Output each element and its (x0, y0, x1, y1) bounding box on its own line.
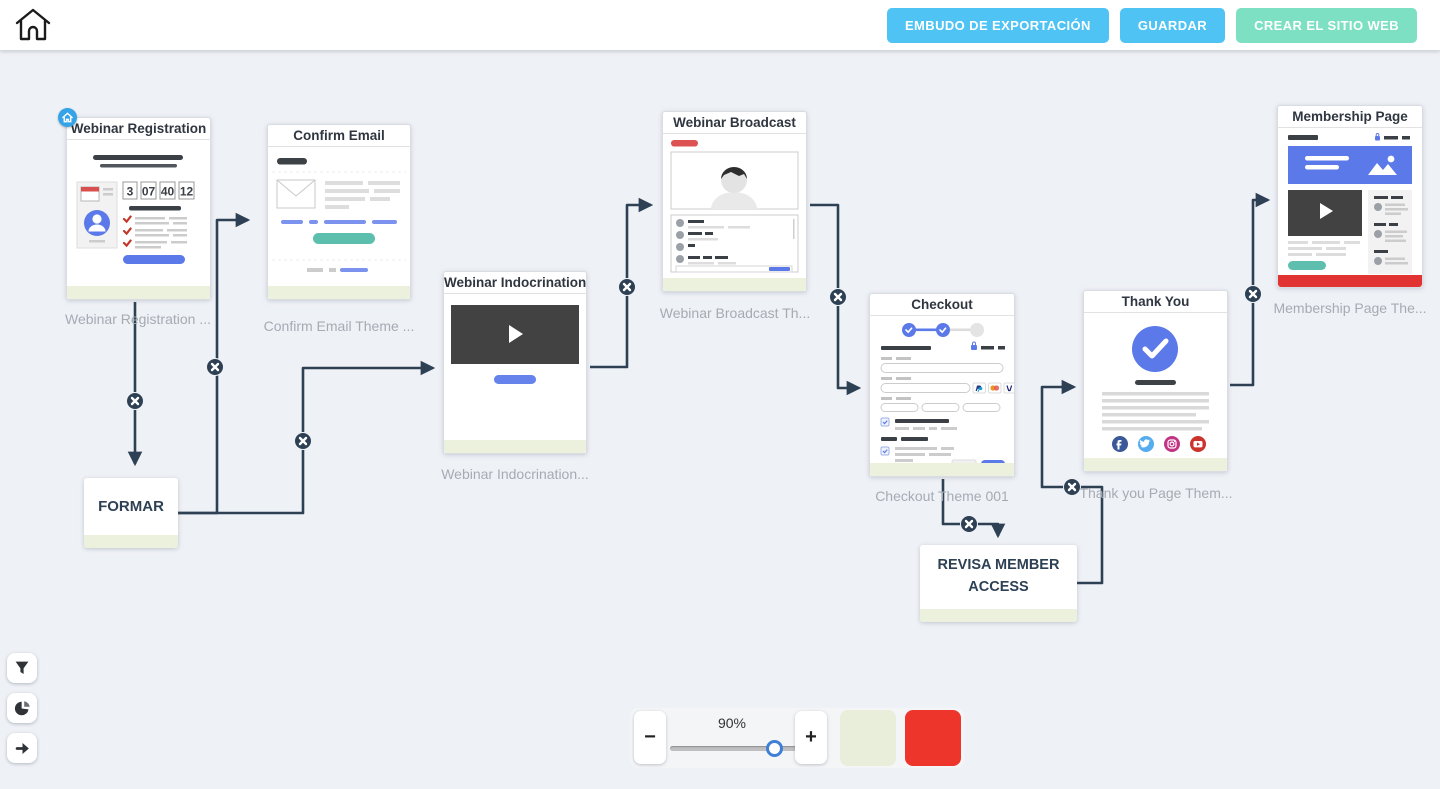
card-footer-strip (67, 286, 210, 299)
pie-chart-icon[interactable] (7, 693, 37, 723)
card-footer-strip (870, 463, 1014, 476)
page-caption: Membership Page The... (1273, 300, 1427, 316)
save-button[interactable]: GUARDAR (1119, 8, 1226, 43)
card-footer-strip (268, 286, 410, 299)
delete-connection-icon[interactable] (960, 515, 978, 533)
page-card-webinar-registration[interactable]: Webinar Registration 3 07 (58, 108, 211, 300)
toolbar-button-group: EMBUDO DE EXPORTACIÓN GUARDAR CREAR EL S… (886, 8, 1417, 43)
page-caption: Confirm Email Theme ... (263, 318, 415, 334)
create-website-button[interactable]: CREAR EL SITIO WEB (1236, 8, 1417, 43)
page-card-webinar-indocrination[interactable]: Webinar Indocrination (443, 271, 587, 454)
page-thumbnail (444, 294, 586, 440)
zoom-out-button[interactable]: − (634, 711, 666, 764)
page-title: Confirm Email (268, 125, 410, 147)
page-thumbnail (268, 147, 410, 286)
page-caption: Checkout Theme 001 (875, 488, 1009, 504)
delete-connection-icon[interactable] (294, 432, 312, 450)
action-formar[interactable]: FORMAR (84, 478, 178, 548)
page-title: Webinar Indocrination (444, 272, 586, 294)
page-thumbnail (870, 316, 1014, 463)
filter-icon[interactable] (7, 653, 37, 683)
zoom-in-button[interactable]: + (795, 711, 827, 764)
page-title: Webinar Registration (67, 118, 210, 140)
svg-text:3: 3 (127, 185, 134, 199)
page-caption: Webinar Indocrination... (441, 466, 589, 482)
page-card-checkout[interactable]: Checkout (869, 293, 1015, 477)
action-footer-strip (84, 535, 178, 548)
action-label: REVISA MEMBER ACCESS (937, 557, 1060, 595)
countdown-timer: 3 07 40 12 (122, 181, 195, 200)
card-footer-strip (444, 440, 586, 453)
svg-text:12: 12 (180, 185, 194, 199)
social-icons (1112, 436, 1206, 452)
page-thumbnail (1084, 313, 1227, 458)
arrow-right-icon[interactable] (7, 733, 37, 763)
funnel-home-badge-icon[interactable] (58, 108, 77, 127)
card-footer-strip (1278, 275, 1422, 287)
delete-connection-icon[interactable] (618, 278, 636, 296)
card-footer-strip (663, 278, 806, 291)
svg-text:40: 40 (161, 185, 175, 199)
page-card-confirm-email[interactable]: Confirm Email (267, 124, 411, 300)
page-thumbnail (1278, 128, 1422, 275)
page-caption: Webinar Broadcast Th... (659, 305, 811, 321)
page-thumbnail: 3 07 40 12 (67, 140, 210, 286)
export-funnel-button[interactable]: EMBUDO DE EXPORTACIÓN (886, 8, 1109, 43)
page-title: Membership Page (1278, 106, 1422, 128)
delete-connection-icon[interactable] (1063, 478, 1081, 496)
action-revisa-member-access[interactable]: REVISA MEMBER ACCESS (920, 545, 1077, 622)
zoom-slider-thumb[interactable] (766, 740, 783, 757)
delete-connection-icon[interactable] (829, 288, 847, 306)
zoom-slider[interactable] (670, 746, 798, 751)
green-swatch-button[interactable] (840, 710, 896, 766)
svg-text:07: 07 (142, 185, 156, 199)
top-toolbar: EMBUDO DE EXPORTACIÓN GUARDAR CREAR EL S… (0, 0, 1440, 50)
zoom-level-label: 90% (717, 715, 747, 731)
action-footer-strip (920, 609, 1077, 622)
page-card-thank-you[interactable]: Thank You (1083, 290, 1228, 472)
zoom-control-panel: − 90% + (630, 708, 964, 768)
action-label: FORMAR (98, 498, 164, 515)
page-card-webinar-broadcast[interactable]: Webinar Broadcast (662, 111, 807, 292)
card-footer-strip (1084, 458, 1227, 471)
delete-connection-icon[interactable] (1244, 285, 1262, 303)
home-icon[interactable] (12, 4, 54, 46)
red-swatch-button[interactable] (905, 710, 961, 766)
page-thumbnail (663, 134, 806, 278)
page-title: Checkout (870, 294, 1014, 316)
payment-icons (972, 382, 1014, 394)
page-title: Webinar Broadcast (663, 112, 806, 134)
delete-connection-icon[interactable] (126, 392, 144, 410)
page-caption: Webinar Registration ... (64, 311, 212, 327)
page-caption: Thank you Page Them... (1079, 485, 1233, 501)
page-card-membership-page[interactable]: Membership Page (1277, 105, 1423, 288)
page-title: Thank You (1084, 291, 1227, 313)
delete-connection-icon[interactable] (206, 358, 224, 376)
